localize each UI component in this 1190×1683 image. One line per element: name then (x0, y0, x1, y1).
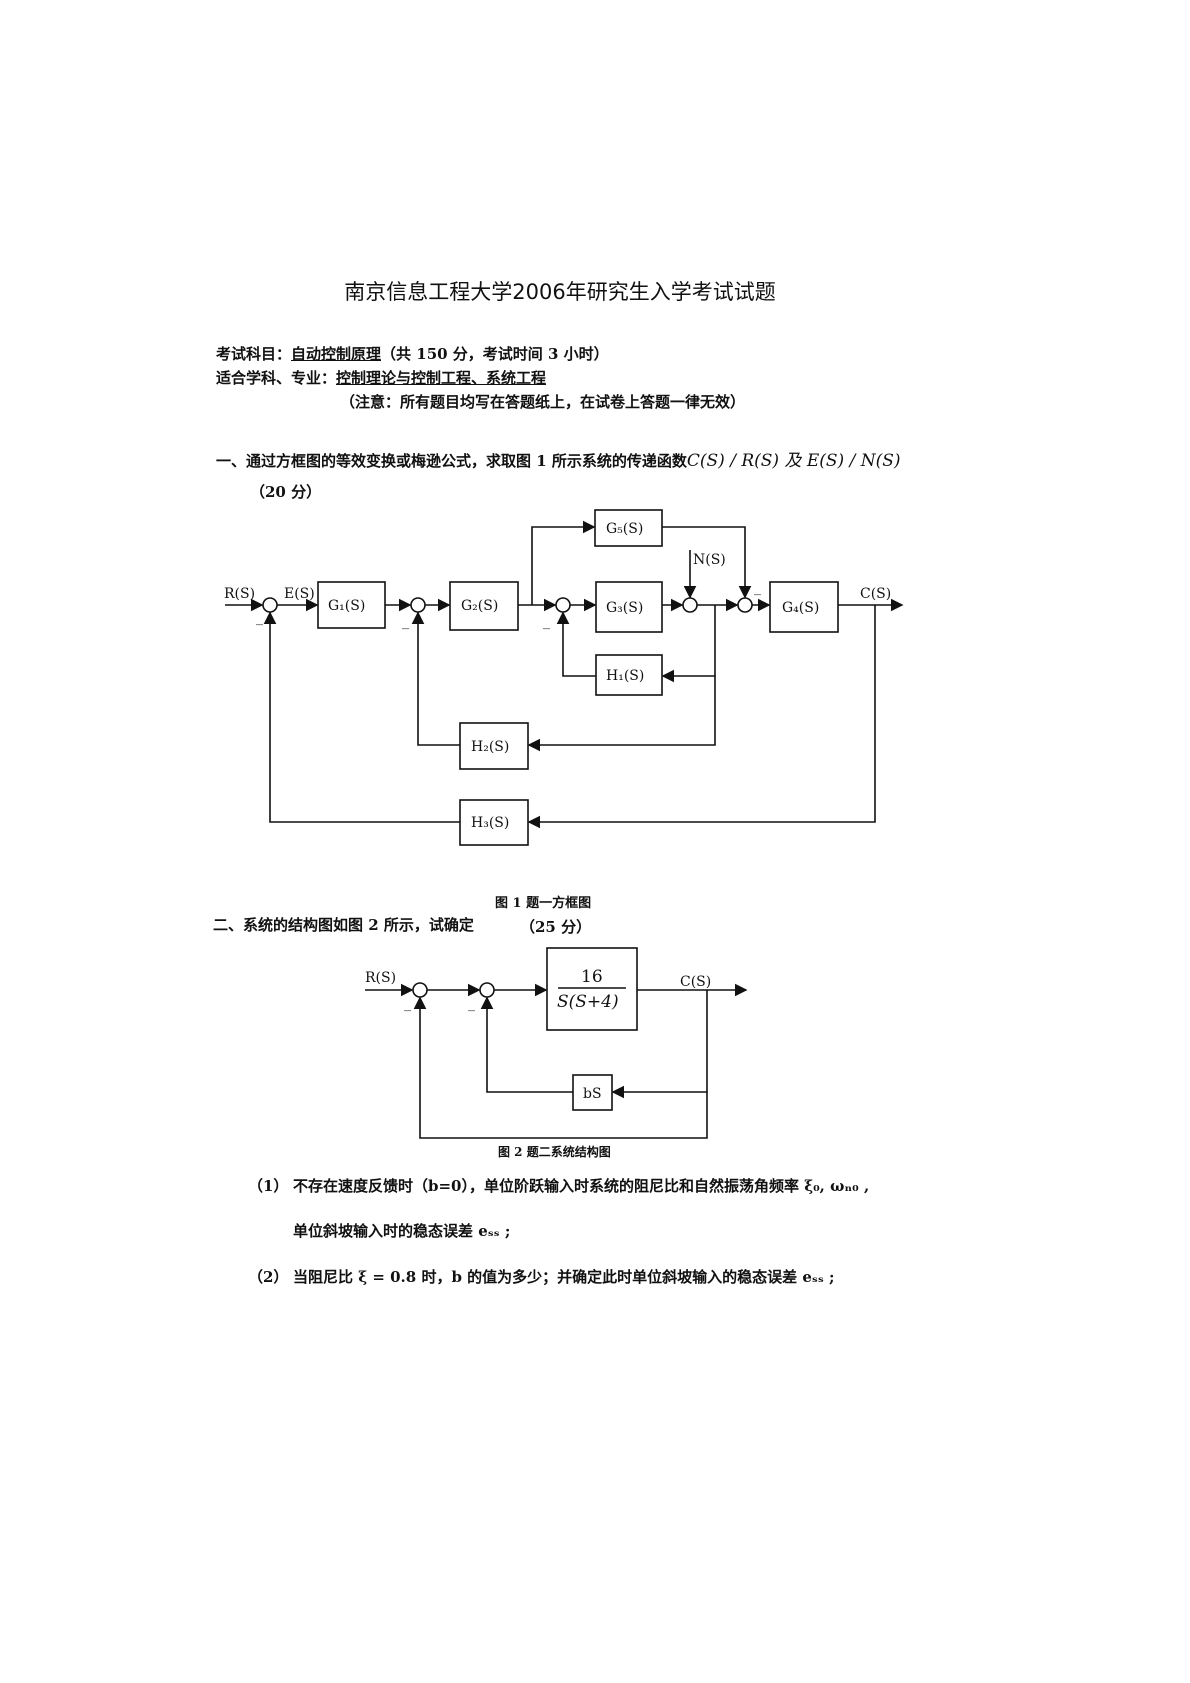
plant-numerator: 16 (581, 967, 603, 987)
figure-1-caption: 图 1 题一方框图 (495, 896, 592, 911)
fig2-label-r: R(S) (365, 970, 396, 986)
q2-part1: 不存在速度反馈时（b=0），单位阶跃输入时系统的阻尼比和自然振荡角频率 ξ₀, … (293, 1177, 870, 1195)
minus-sign: _ (468, 996, 475, 1012)
figure-2-caption: 图 2 题二系统结构图 (498, 1145, 611, 1159)
major-line: 适合学科、专业：控制理论与控制工程、系统工程 (216, 367, 546, 388)
subject-note: （共 150 分，考试时间 3 小时） (381, 345, 609, 363)
minus-sign: _ (402, 614, 409, 630)
q1-points: （20 分） (250, 483, 322, 501)
label-c: C(S) (860, 586, 891, 602)
plant-denominator: S(S+4) (557, 992, 619, 1012)
q1-formula: C(S) / R(S) 及 E(S) / N(S) (686, 451, 901, 471)
fig2-sum-2 (479, 982, 495, 998)
subject: 自动控制原理 (291, 345, 382, 363)
block-h2: H₂(S) (471, 739, 509, 755)
block-g4: G₄(S) (782, 600, 819, 616)
block-g5: G₅(S) (606, 521, 643, 537)
fig2-plant-block (546, 947, 638, 1031)
minus-sign: _ (754, 580, 761, 596)
exam-title: 南京信息工程大学2006年研究生入学考试试题 (344, 280, 776, 304)
block-g3: G₃(S) (606, 600, 643, 616)
label-r: R(S) (224, 586, 255, 602)
q1-text: 一、通过方框图的等效变换或梅逊公式，求取图 1 所示系统的传递函数C(S) / … (216, 446, 901, 471)
subject-line: 考试科目：自动控制原理（共 150 分，考试时间 3 小时） (216, 343, 609, 364)
q2-part1-number: （1） (248, 1177, 289, 1195)
q2-points: （25 分） (520, 918, 592, 936)
q2-part1-cont: 单位斜坡输入时的稳态误差 eₛₛ ; (293, 1222, 511, 1240)
feedback-bs: bS (583, 1086, 602, 1102)
label-n: N(S) (693, 552, 726, 568)
q2-part2-number: （2） (248, 1268, 289, 1286)
fig2-feedback-block (572, 1074, 613, 1111)
fig1-lines (225, 520, 904, 829)
q1-prompt: 一、通过方框图的等效变换或梅逊公式，求取图 1 所示系统的传递函数 (216, 452, 687, 470)
block-g1: G₁(S) (328, 598, 365, 614)
notice: （注意：所有题目均写在答题纸上，在试卷上答题一律无效） (340, 393, 746, 411)
block-h1: H₁(S) (606, 668, 644, 684)
block-h3: H₃(S) (471, 815, 509, 831)
minus-sign: _ (543, 614, 550, 630)
minus-sign: _ (404, 996, 411, 1012)
fig2-label-c: C(S) (680, 974, 711, 990)
fig2-sum-1 (412, 982, 428, 998)
q2-text: 二、系统的结构图如图 2 所示，试确定 (213, 916, 474, 934)
q2-part2: 当阻尼比 ξ = 0.8 时，b 的值为多少；并确定此时单位斜坡输入的稳态误差 … (293, 1268, 835, 1286)
fig1-blocks (317, 509, 839, 846)
fig1-summing-junctions (262, 597, 753, 613)
fig2-lines (365, 983, 748, 1139)
label-e: E(S) (284, 586, 315, 602)
minus-sign: _ (256, 610, 263, 626)
major-label: 适合学科、专业： (216, 369, 337, 387)
major: 控制理论与控制工程、系统工程 (336, 369, 547, 387)
block-g2: G₂(S) (461, 598, 498, 614)
subject-label: 考试科目： (216, 345, 292, 363)
